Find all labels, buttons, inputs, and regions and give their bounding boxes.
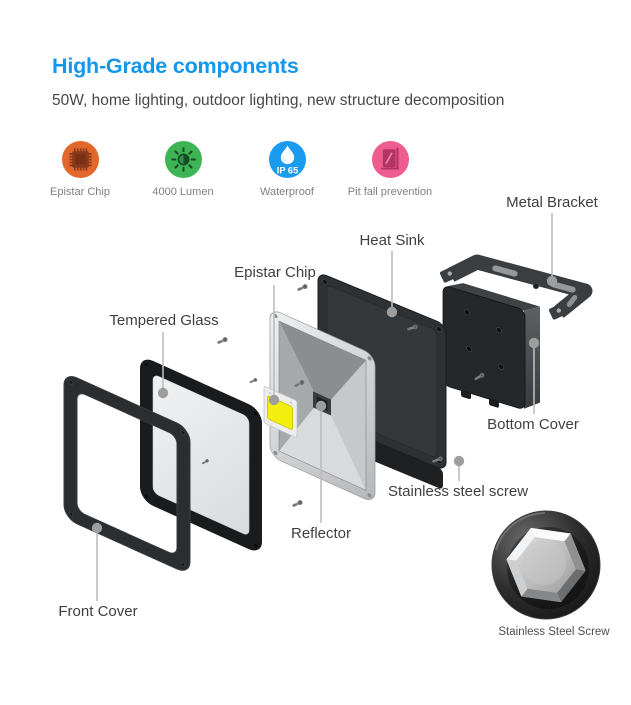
chip-icon-glyph xyxy=(68,148,92,171)
tempered-glass-part xyxy=(140,359,262,551)
leader-dots xyxy=(91,275,558,534)
ip65-badge: IP 65 xyxy=(276,165,297,175)
waterdrop-icon: IP 65 xyxy=(268,141,306,178)
feature-pit-fall-prevention: Pit fall prevention xyxy=(335,141,445,198)
feature-epistar-chip: Epistar Chip xyxy=(25,141,135,198)
feature-4000-lumen: 4000 Lumen xyxy=(128,141,238,198)
feature-label-pit-fall-prevention: Pit fall prevention xyxy=(347,186,433,198)
panel-icon-glyph xyxy=(380,147,399,170)
leader-lines xyxy=(96,213,553,601)
screw-inset-photo xyxy=(491,510,601,620)
feature-label-epistar-chip: Epistar Chip xyxy=(50,186,110,198)
front-cover-part xyxy=(63,376,191,571)
bottom-cover-part xyxy=(442,283,540,409)
feature-label-4000-lumen: 4000 Lumen xyxy=(152,186,214,198)
label-bottom-cover: Bottom Cover xyxy=(487,416,579,433)
page-subtitle: 50W, home lighting, outdoor lighting, ne… xyxy=(52,92,505,109)
brightness-icon xyxy=(164,141,202,178)
label-metal-bracket: Metal Bracket xyxy=(506,194,598,211)
metal-bracket-part xyxy=(439,254,593,320)
page-title: High-Grade components xyxy=(52,54,299,78)
panel-icon xyxy=(371,141,409,178)
waterdrop-icon-glyph: IP 65 xyxy=(276,145,298,175)
label-reflector: Reflector xyxy=(290,525,352,542)
label-front-cover: Front Cover xyxy=(58,603,138,620)
feature-waterproof: IP 65 Waterproof xyxy=(232,141,342,198)
label-stainless-steel-screw: Stainless steel screw xyxy=(387,483,529,500)
feature-label-waterproof: Waterproof xyxy=(259,186,314,198)
chip-icon xyxy=(61,141,99,178)
screw-inset-caption: Stainless Steel Screw xyxy=(498,626,610,638)
label-epistar-chip: Epistar Chip xyxy=(234,264,316,281)
brightness-icon-glyph xyxy=(170,147,196,172)
label-tempered-glass: Tempered Glass xyxy=(109,312,219,329)
label-heat-sink: Heat Sink xyxy=(359,232,425,249)
